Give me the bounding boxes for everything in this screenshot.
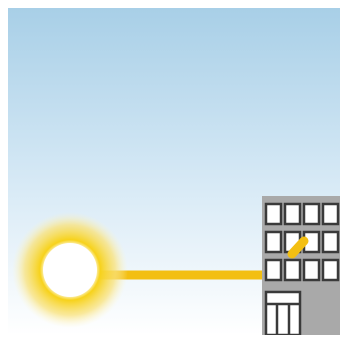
illustration-svg [8,8,340,335]
solar-illustration [8,8,340,335]
sun-icon [12,212,128,328]
building-entrance [266,292,300,335]
building-icon [262,196,340,335]
